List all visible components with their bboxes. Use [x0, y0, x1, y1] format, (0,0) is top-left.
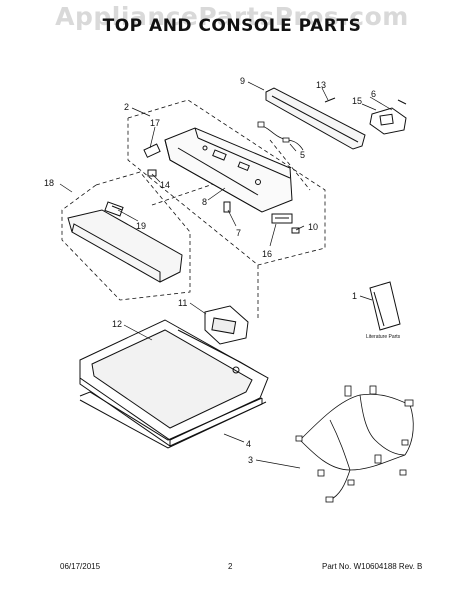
control-module: [204, 305, 249, 345]
bezel-group-box: [61, 171, 191, 301]
callout-12: 12: [112, 319, 122, 329]
callout-1: 1: [352, 291, 357, 301]
watermark: AppliancePartsPros.com: [55, 2, 409, 31]
callout-18: 18: [44, 178, 54, 188]
callout-17: 17: [150, 118, 160, 128]
footer-page: 2: [228, 562, 233, 571]
leader-lines: [59, 81, 393, 469]
callout-14: 14: [160, 180, 170, 190]
literature-booklet: [369, 281, 401, 331]
literature-label: Literature Parts: [366, 334, 401, 340]
console-panel: [164, 127, 293, 213]
callout-4: 4: [246, 439, 251, 449]
callout-8: 8: [202, 197, 207, 207]
callout-6: 6: [371, 89, 376, 99]
bezel: [67, 201, 183, 283]
callout-10: 10: [308, 222, 318, 232]
callout-13: 13: [316, 80, 326, 90]
page-title: TOP AND CONSOLE PARTS: [102, 16, 362, 36]
callout-2: 2: [124, 102, 129, 112]
trim-strip: [265, 87, 366, 150]
main-harness: [295, 385, 414, 503]
callout-3: 3: [248, 455, 253, 465]
footer-part-number: Part No. W10604188 Rev. B: [322, 562, 423, 571]
console-group-box: [127, 99, 326, 266]
callout-19: 19: [136, 221, 146, 231]
top-lid: [79, 319, 269, 447]
small-wire: [257, 121, 304, 151]
callout-7: 7: [236, 228, 241, 238]
callout-16: 16: [262, 249, 272, 259]
console-bracket: [271, 213, 300, 234]
callout-9: 9: [240, 76, 245, 86]
gasket: [79, 391, 267, 449]
callout-15: 15: [352, 96, 362, 106]
callout-5: 5: [300, 150, 305, 160]
mounting-plate: [369, 99, 407, 135]
footer-date: 06/17/2015: [60, 562, 101, 571]
callout-11: 11: [178, 298, 187, 308]
